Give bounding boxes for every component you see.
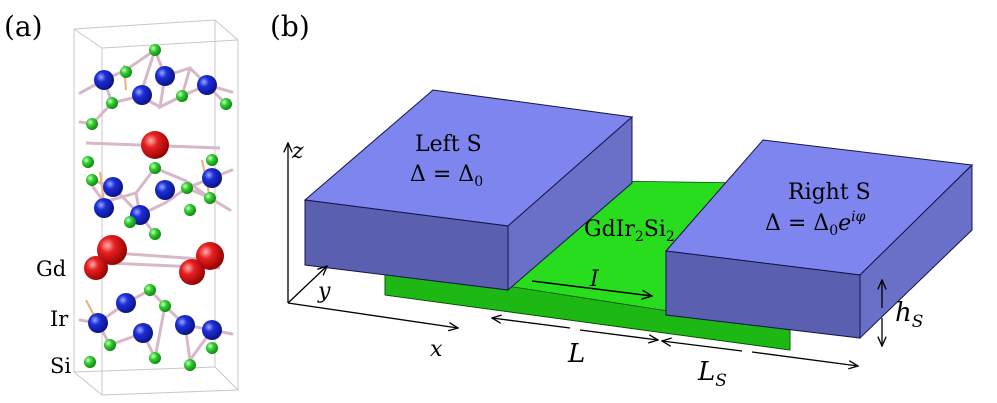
si-atom	[206, 154, 218, 166]
si-atom	[120, 66, 132, 78]
si-atom	[149, 44, 161, 56]
right-s-title: Right S	[788, 180, 871, 205]
panel-a-label: (a)	[4, 10, 43, 43]
y-axis	[287, 266, 327, 304]
hs-main: h	[895, 298, 912, 328]
si-atom	[184, 359, 196, 371]
si-atom	[86, 118, 98, 130]
gd-atom	[179, 259, 205, 285]
left-s-side	[507, 115, 633, 292]
x-axis-label: x	[430, 337, 443, 362]
si-atom	[159, 300, 171, 312]
atoms	[82, 44, 232, 371]
ir-atom	[175, 315, 195, 335]
left-superconductor	[303, 89, 634, 292]
left-s-title: Left S	[415, 132, 482, 157]
unit-cell-box	[73, 19, 239, 396]
hs-sub: S	[912, 312, 924, 332]
right-superconductor	[665, 139, 974, 340]
right-s-gap-sub: 0	[829, 223, 838, 239]
z-axis-label: z	[291, 139, 304, 164]
hs-label: hS	[895, 298, 923, 332]
si-atom	[106, 97, 118, 109]
ls-arrow-left	[662, 341, 743, 352]
si-atom	[149, 162, 161, 174]
ir-atom	[155, 66, 175, 86]
l-arrow-right	[579, 329, 658, 340]
ir-atom	[88, 313, 108, 333]
ir-atom	[132, 85, 152, 105]
material-text-b: Si	[644, 217, 666, 242]
panel-a: (a)	[4, 10, 239, 396]
current-arrow	[531, 280, 652, 296]
ir-atom	[94, 70, 114, 90]
gd-atom	[84, 256, 108, 280]
left-s-gap-text: Δ = Δ	[410, 162, 474, 187]
atom-label-si: Si	[50, 354, 71, 378]
right-s-side	[859, 163, 973, 340]
si-atom	[104, 339, 116, 351]
left-s-gap-sub: 0	[474, 174, 483, 190]
atom-label-ir: Ir	[50, 307, 69, 331]
ir-atom	[94, 198, 114, 218]
si-atom	[206, 342, 218, 354]
si-atom	[84, 356, 96, 368]
si-atom	[204, 192, 216, 204]
ls-sub: S	[715, 371, 727, 391]
right-s-gap: Δ = Δ0eiφ	[765, 209, 866, 239]
material-text-a: GdIr	[584, 217, 635, 242]
ir-atom	[155, 180, 175, 200]
si-atom	[149, 228, 161, 240]
right-s-gap-exp: e	[838, 211, 851, 236]
ir-atom	[197, 75, 217, 95]
si-atom	[181, 182, 193, 194]
panel-b: (b) Left S Δ = Δ0 Right S Δ = Δ0eiφ GdIr…	[270, 10, 974, 391]
si-atom	[149, 352, 161, 364]
si-atom	[86, 174, 98, 186]
si-atom	[82, 156, 94, 168]
l-arrow-left	[492, 318, 571, 329]
si-atom	[176, 90, 188, 102]
material-label: GdIr2Si2	[584, 217, 675, 245]
current-label: I	[589, 267, 600, 292]
panel-b-label: (b)	[270, 10, 310, 43]
right-s-gap-sup: iφ	[851, 209, 865, 225]
si-atom	[124, 216, 136, 228]
ir-atom	[133, 323, 153, 343]
ls-arrow-right	[751, 351, 858, 366]
x-axis	[287, 302, 458, 328]
ir-atom	[202, 168, 222, 188]
si-atom	[220, 98, 232, 110]
si-atom	[144, 284, 156, 296]
dimensions	[492, 280, 882, 366]
material-sub-a: 2	[635, 229, 644, 245]
atom-label-gd: Gd	[36, 257, 66, 281]
y-axis-label: y	[317, 279, 331, 304]
gd-atom	[97, 235, 127, 265]
gd-atom	[196, 242, 224, 270]
gd-atom	[141, 131, 169, 159]
material-sub-b: 2	[666, 229, 675, 245]
ls-main: L	[697, 357, 715, 387]
axes: z y x	[288, 139, 458, 362]
ir-atom	[103, 177, 123, 197]
left-s-gap: Δ = Δ0	[410, 162, 483, 190]
right-s-gap-text: Δ = Δ	[765, 211, 829, 236]
ir-atom	[202, 320, 222, 340]
ls-label: LS	[697, 357, 727, 391]
length-label: L	[567, 339, 585, 369]
si-atom	[184, 204, 196, 216]
ir-atom	[116, 293, 136, 313]
